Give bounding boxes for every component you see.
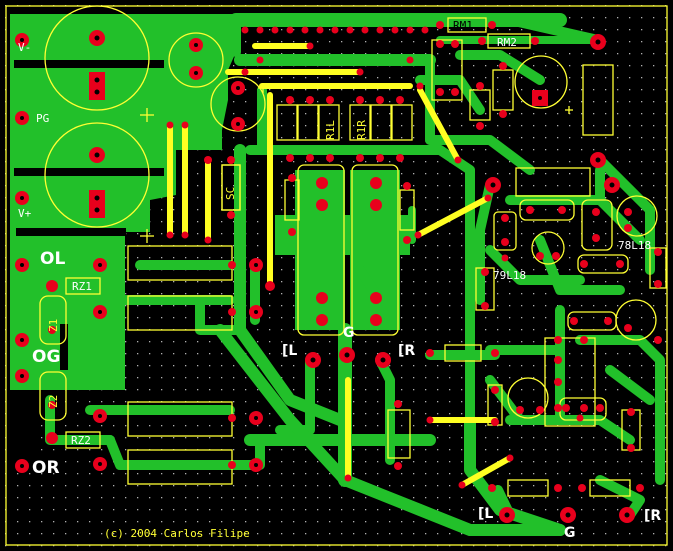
rz2-label: RZ2 — [71, 434, 91, 447]
rz1-label: RZ1 — [72, 280, 92, 293]
input-left-label: [L — [282, 343, 298, 359]
rm2-outline — [487, 33, 531, 49]
r1r-label: R1R — [355, 120, 368, 140]
reg-7818-label: 78L18 — [618, 239, 652, 252]
output-left-label: [L — [478, 506, 494, 522]
input-right-label: [R — [398, 343, 416, 359]
og-label: OG — [32, 347, 61, 367]
board-outline — [5, 5, 668, 546]
pad-layer — [15, 21, 662, 523]
rm2-label: RM2 — [497, 36, 517, 49]
input-ground-label: G — [343, 325, 355, 341]
or-label: OR — [32, 458, 60, 478]
sc-label: SC — [224, 186, 237, 200]
output-right-label: [R — [644, 508, 662, 524]
jumper-layer — [167, 43, 513, 488]
rm1-label: RM1 — [453, 19, 473, 32]
copper-layer — [10, 13, 665, 536]
z1-label: Z1 — [47, 318, 60, 332]
output-ground-label: G — [564, 525, 576, 541]
v-plus-label: V+ — [18, 207, 32, 220]
ol-label: OL — [40, 249, 66, 269]
v-minus-label: V- — [18, 41, 32, 54]
copyright-text: (c) 2004 Carlos Filipe — [104, 527, 250, 540]
reg-7918-label: 79L18 — [493, 269, 527, 282]
rm1-outline — [447, 17, 487, 33]
z2-label: Z2 — [47, 394, 60, 408]
pg-label: PG — [36, 112, 50, 125]
r1l-label: R1L — [324, 120, 337, 140]
capacitor-outline — [44, 5, 150, 111]
